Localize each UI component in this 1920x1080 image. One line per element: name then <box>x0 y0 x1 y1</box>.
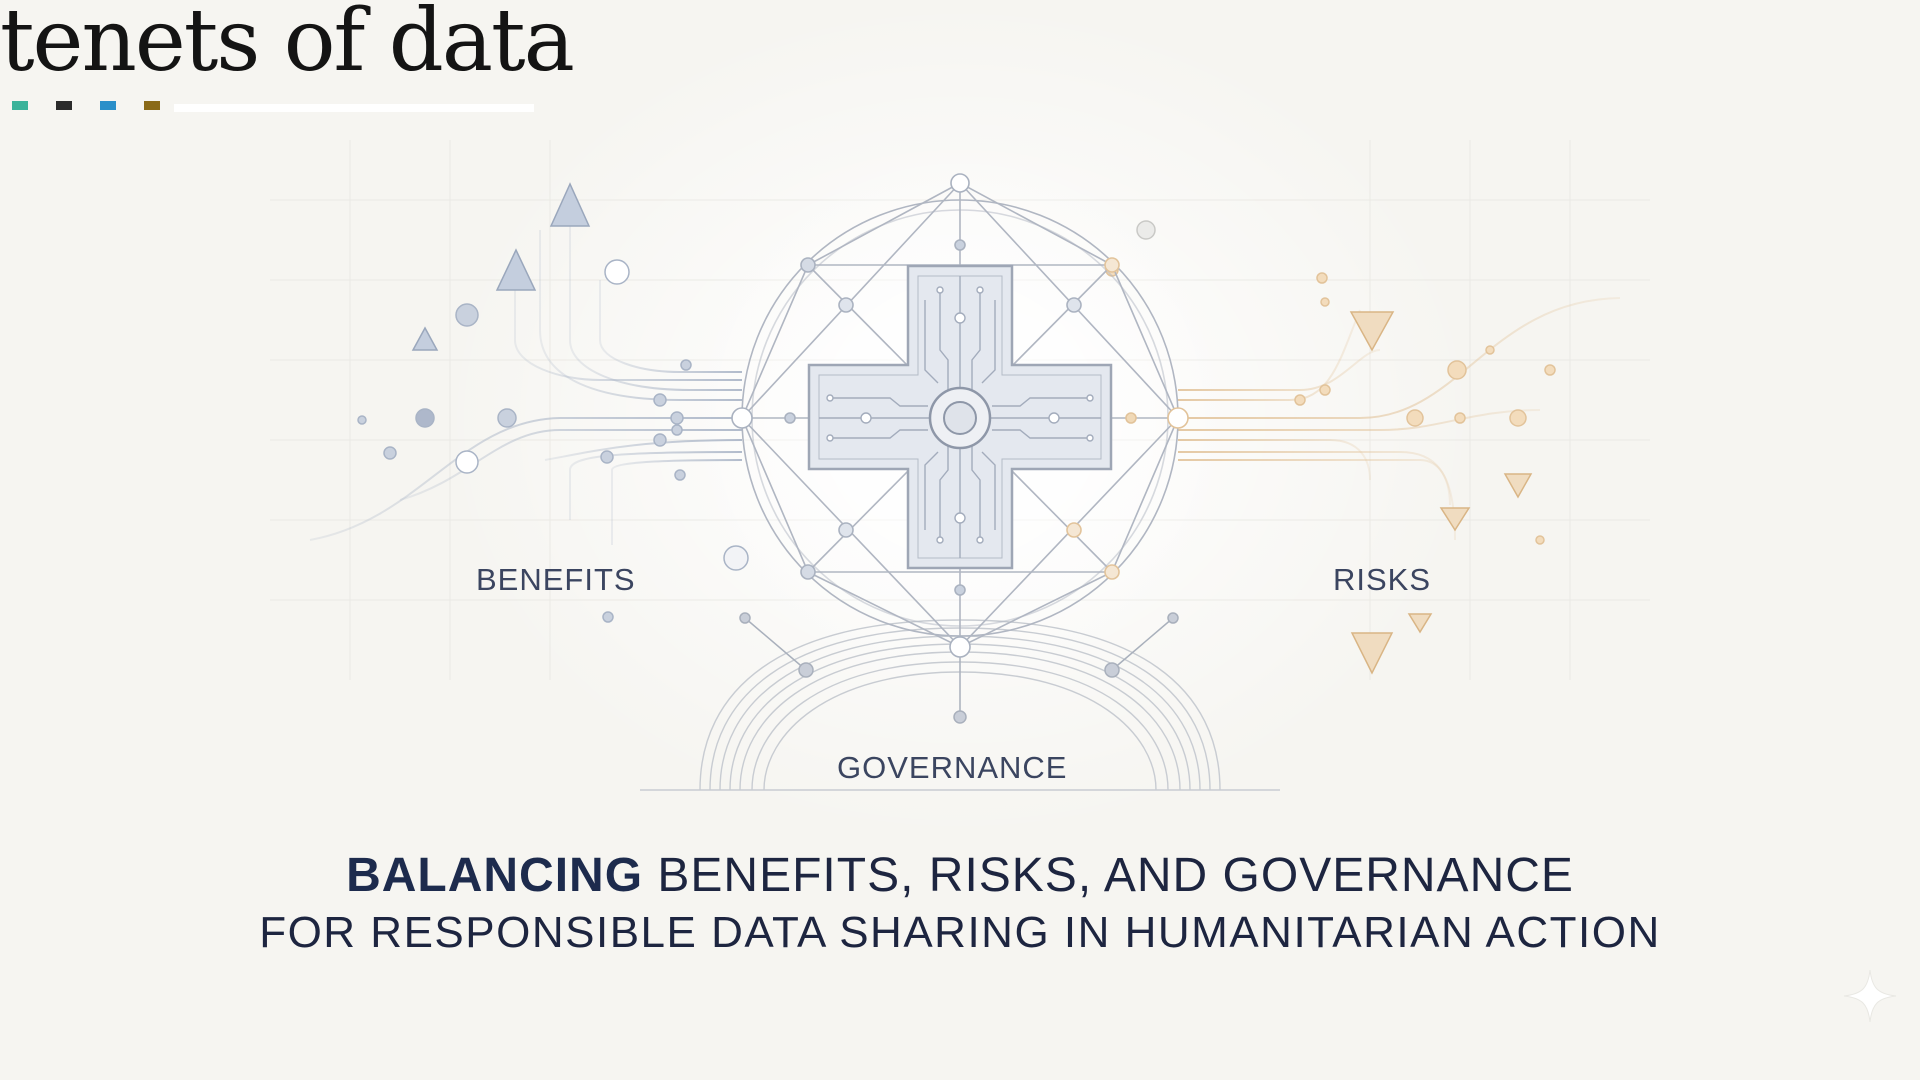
down-arrow-icon <box>1350 632 1394 675</box>
sphere-nodes <box>731 173 1189 658</box>
brand-header: tenets of data <box>0 0 575 120</box>
benefits-label: BENEFITS <box>476 562 636 597</box>
medical-cross-circuit-icon <box>807 264 1113 570</box>
sparkle-icon <box>1843 969 1897 1023</box>
risks-arrows <box>1349 311 1533 675</box>
brand-swatch <box>56 101 72 110</box>
up-arrow-icon <box>411 326 439 351</box>
down-arrow-icon <box>1349 311 1395 352</box>
brand-swatch <box>100 101 116 110</box>
benefits-nodes <box>357 259 749 623</box>
benefits-arrows <box>411 182 591 351</box>
governance-connectors <box>739 612 1179 724</box>
down-arrow-icon <box>1503 473 1533 499</box>
risks-label: RISKS <box>1333 562 1432 597</box>
benefits-network <box>309 210 743 650</box>
brand-swatch <box>144 101 160 110</box>
brand-swatches <box>12 101 160 110</box>
brand-title: tenets of data <box>0 0 575 91</box>
caption-line-2: FOR RESPONSIBLE DATA SHARING IN HUMANITA… <box>259 908 1661 957</box>
governance-label: GOVERNANCE <box>837 750 1068 785</box>
brand-swatch <box>12 101 28 110</box>
caption: BALANCING BENEFITS, RISKS, AND GOVERNANC… <box>0 848 1920 962</box>
up-arrow-icon <box>549 182 591 227</box>
caption-line-1: BALANCING BENEFITS, RISKS, AND GOVERNANC… <box>0 848 1920 904</box>
caption-bold: BALANCING <box>346 849 644 902</box>
brand-underline <box>174 104 534 112</box>
down-arrow-icon <box>1407 613 1433 634</box>
up-arrow-icon <box>495 248 537 291</box>
down-arrow-icon <box>1439 507 1471 532</box>
caption-line-1-rest: BENEFITS, RISKS, AND GOVERNANCE <box>643 849 1574 902</box>
